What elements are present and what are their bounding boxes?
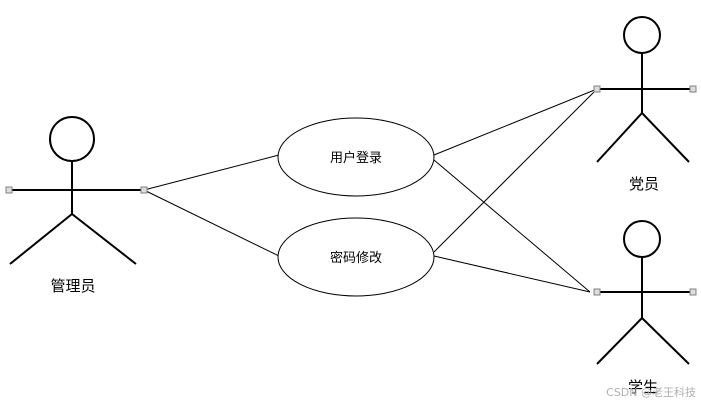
actor-admin-right-handle[interactable] xyxy=(140,186,148,194)
actor-admin-right-leg xyxy=(71,213,137,265)
usecase-login[interactable]: 用户登录 xyxy=(277,117,435,197)
actor-admin-left-handle[interactable] xyxy=(5,186,13,194)
watermark-text: CSDN @老王科技 xyxy=(606,385,696,399)
actor-student-right-handle[interactable] xyxy=(689,288,697,296)
actor-admin-head xyxy=(49,116,95,162)
usecase-change-password-label: 密码修改 xyxy=(330,250,382,266)
actor-admin-label: 管理员 xyxy=(50,277,95,295)
actor-student-head xyxy=(623,220,661,258)
actor-party-member-label: 党员 xyxy=(629,175,659,193)
association-admin-login xyxy=(143,154,280,191)
usecase-change-password[interactable]: 密码修改 xyxy=(277,217,435,297)
usecase-change-password-ellipse xyxy=(277,217,435,297)
usecase-login-label: 用户登录 xyxy=(330,150,382,166)
actor-admin-left-leg xyxy=(9,213,73,265)
association-student-change-password xyxy=(433,255,591,293)
actor-student-left-leg xyxy=(596,317,643,365)
association-party-member-login xyxy=(433,88,598,156)
association-party-member-change-password xyxy=(433,88,598,253)
actor-student-label: 学生 xyxy=(628,378,658,396)
actor-party-member[interactable]: 党员 xyxy=(593,16,697,193)
usecase-login-ellipse xyxy=(277,117,435,197)
actor-party-member-right-leg xyxy=(641,112,690,163)
actor-student-left-handle[interactable] xyxy=(593,288,601,296)
actor-student[interactable]: 学生 xyxy=(593,220,697,396)
association-student-login xyxy=(433,159,591,293)
associations xyxy=(143,88,598,293)
association-admin-change-password xyxy=(143,189,280,257)
actor-party-member-head xyxy=(623,16,661,54)
actor-party-member-right-handle[interactable] xyxy=(689,85,697,93)
actor-party-member-left-leg xyxy=(596,112,643,163)
actor-student-right-leg xyxy=(641,317,690,365)
actor-admin[interactable]: 管理员 xyxy=(5,116,148,295)
actor-party-member-left-handle[interactable] xyxy=(593,85,601,93)
